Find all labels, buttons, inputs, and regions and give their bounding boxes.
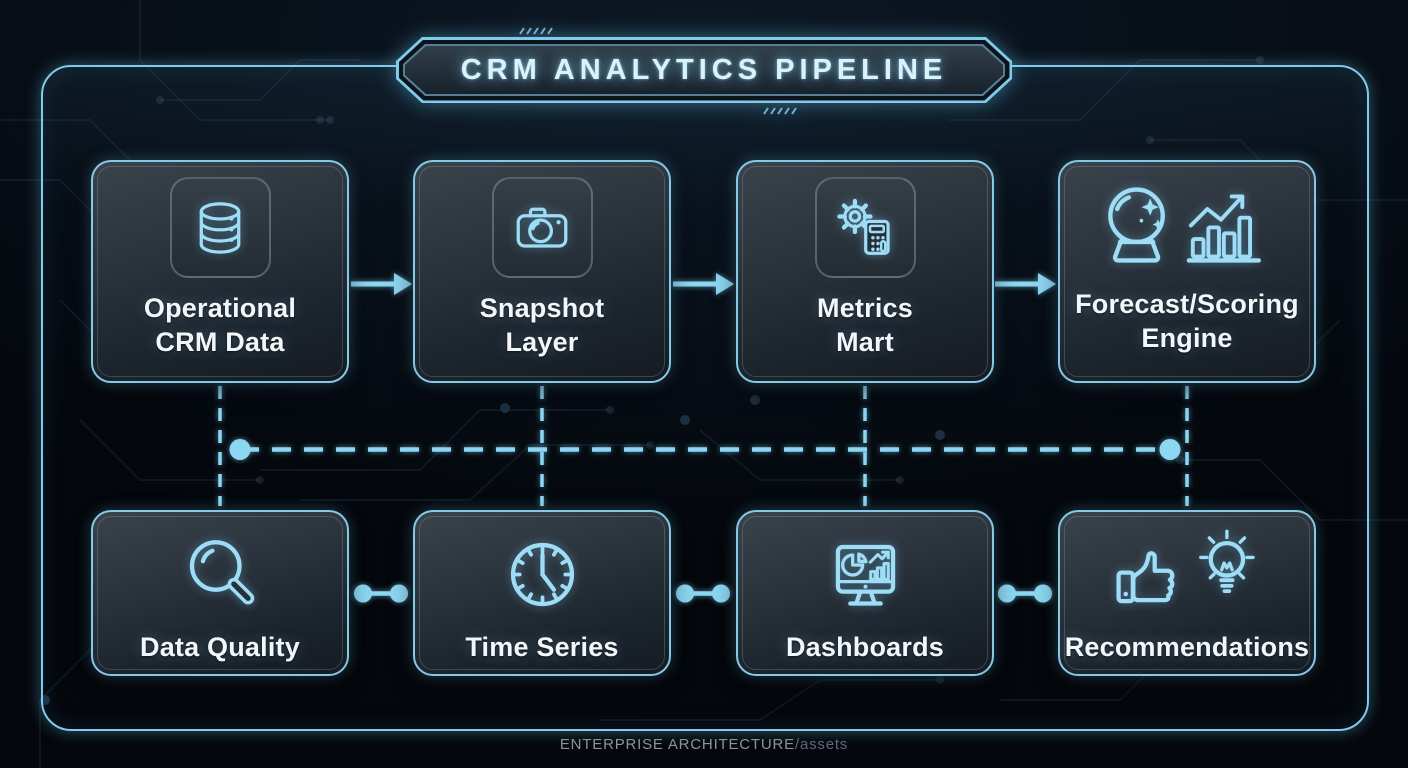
node-label-line2: CRM Data — [155, 327, 285, 357]
node-label: Metrics Mart — [817, 291, 913, 359]
dashboard-monitor-icon — [835, 544, 895, 606]
icon-container — [1084, 177, 1290, 274]
node-metrics-mart: Metrics Mart — [736, 160, 994, 383]
icon-container — [818, 524, 913, 624]
icon-container — [495, 524, 590, 624]
clock-icon — [510, 542, 574, 606]
node-label-line2: Engine — [1141, 323, 1233, 353]
node-recommendations: Recommendations — [1058, 510, 1316, 676]
node-data-quality: Data Quality — [91, 510, 349, 676]
node-label-line1: Operational — [143, 293, 297, 323]
node-dashboards: Dashboards — [736, 510, 994, 676]
node-forecast-scoring-engine: Forecast/Scoring Engine — [1058, 160, 1316, 383]
node-label-line1: Snapshot — [479, 293, 605, 323]
node-label-line2: Layer — [505, 327, 579, 357]
icon-container — [1111, 524, 1263, 624]
footer-primary-text: ENTERPRISE ARCHITECTURE — [559, 736, 795, 753]
gear-calculator-icon — [837, 198, 890, 255]
node-label: Operational CRM Data — [144, 291, 296, 359]
node-snapshot-layer: Snapshot Layer — [413, 160, 671, 383]
node-label: Forecast/Scoring Engine — [1075, 287, 1299, 355]
footer-secondary-text: /assets — [794, 736, 849, 753]
badge-fill — [405, 46, 1003, 94]
camera-icon — [516, 207, 568, 248]
footer-caption: ENTERPRISE ARCHITECTURE/assets — [0, 736, 1408, 753]
title-badge: CRM ANALYTICS PIPELINE — [396, 27, 1012, 115]
page-title: CRM ANALYTICS PIPELINE — [460, 53, 948, 86]
badge-tick-decoration — [519, 27, 797, 115]
node-label: Snapshot Layer — [480, 291, 605, 359]
node-operational-crm-data: Operational CRM Data — [91, 160, 349, 383]
crystal-ball-chart-icon — [1108, 187, 1261, 263]
node-label: Data Quality — [140, 632, 300, 662]
node-label-line1: Metrics — [817, 293, 913, 323]
node-label: Recommendations — [1064, 632, 1310, 662]
icon-container — [173, 524, 268, 624]
database-icon — [199, 201, 241, 254]
icon-container — [491, 177, 593, 278]
thumbs-up-lightbulb-icon — [1116, 529, 1255, 603]
magnifier-icon — [189, 539, 254, 604]
node-time-series: Time Series — [413, 510, 671, 676]
node-label: Time Series — [465, 632, 619, 662]
node-label-line2: Mart — [836, 327, 894, 357]
node-label-line1: Forecast/Scoring — [1075, 289, 1299, 319]
icon-container — [814, 177, 916, 278]
icon-container — [169, 177, 271, 278]
node-label: Dashboards — [785, 632, 945, 662]
